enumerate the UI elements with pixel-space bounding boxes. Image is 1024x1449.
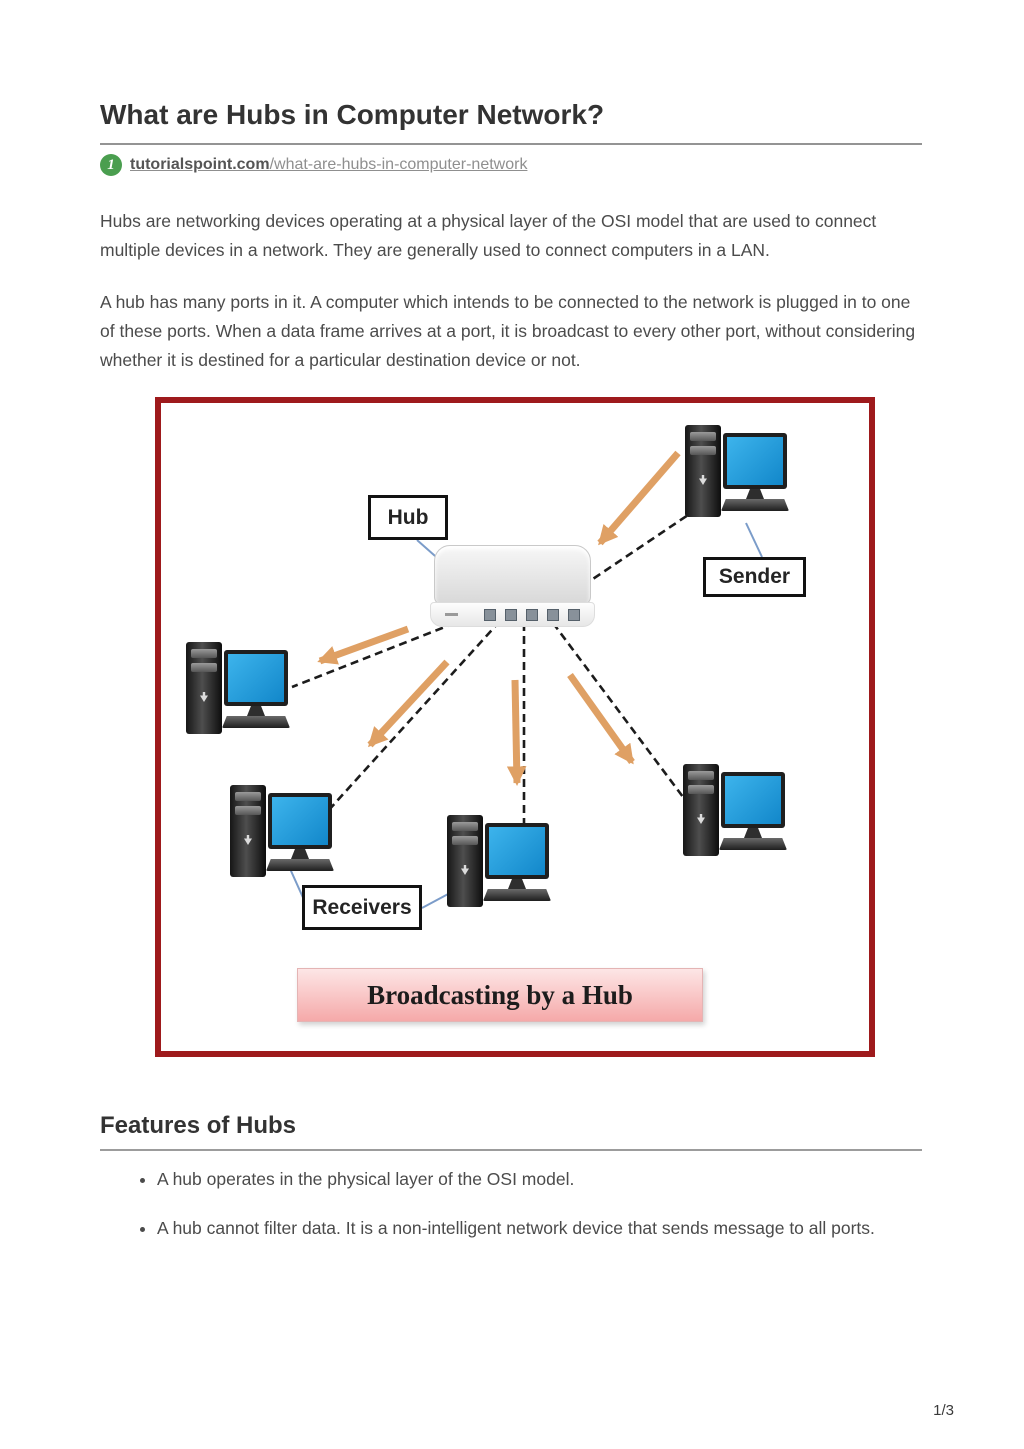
connector-receivers-right <box>421 892 451 909</box>
computer-sender-icon <box>685 423 791 523</box>
receivers-label: Receivers <box>302 885 422 930</box>
link-hub-receiver-midleft <box>326 620 501 813</box>
connector-sender-label <box>745 522 763 558</box>
dashed-links <box>291 509 695 825</box>
arrow-hub-to-midleft <box>367 659 450 748</box>
monitor <box>268 793 332 849</box>
computer-receiver-midleft-icon <box>230 783 336 883</box>
features-list: A hub operates in the physical layer of … <box>100 1166 922 1242</box>
features-heading: Features of Hubs <box>100 1112 297 1139</box>
monitor <box>723 433 787 489</box>
source-path[interactable]: /what-are-hubs-in-computer-network <box>269 156 528 173</box>
monitor <box>721 772 785 828</box>
title-divider <box>100 143 922 145</box>
article-content: What are Hubs in Computer Network? 1 tut… <box>0 0 1024 1242</box>
paragraph-1: Hubs are networking devices operating at… <box>100 211 877 260</box>
monitor <box>224 650 288 706</box>
arrow-hub-to-center <box>506 679 527 786</box>
link-hub-sender <box>571 509 695 595</box>
monitor <box>485 823 549 879</box>
page-title: What are Hubs in Computer Network? <box>100 99 605 130</box>
tower <box>230 785 266 877</box>
arrow-hub-to-right <box>567 672 635 765</box>
hub-broadcast-diagram: Hub Sender Receivers Broadcasting by a H… <box>155 397 875 1057</box>
computer-receiver-topleft-icon <box>186 640 292 740</box>
source-link[interactable]: tutorialspoint.com/what-are-hubs-in-comp… <box>130 156 527 174</box>
tower <box>447 815 483 907</box>
tower <box>186 642 222 734</box>
feature-item: A hub operates in the physical layer of … <box>157 1166 922 1193</box>
computer-receiver-right-icon <box>683 762 789 862</box>
features-divider <box>100 1149 922 1151</box>
sender-label: Sender <box>703 557 806 597</box>
link-hub-receiver-right <box>551 622 688 802</box>
network-links-layer <box>286 450 763 909</box>
tutorialspoint-icon: 1 <box>100 154 122 176</box>
diagram-caption: Broadcasting by a Hub <box>297 968 703 1022</box>
hub-label: Hub <box>368 495 448 540</box>
page-number: 1/3 <box>933 1402 954 1419</box>
hub-ports <box>430 602 595 627</box>
hub-body <box>434 545 591 605</box>
tower <box>685 425 721 517</box>
paragraph-2: A hub has many ports in it. A computer w… <box>100 292 916 370</box>
link-hub-receiver-topleft <box>291 621 456 689</box>
tower <box>683 764 719 856</box>
feature-item: A hub cannot filter data. It is a non-in… <box>157 1215 922 1242</box>
computer-receiver-center-icon <box>447 813 553 913</box>
arrow-hub-to-topleft <box>317 625 410 665</box>
source-link-row: 1 tutorialspoint.com/what-are-hubs-in-co… <box>100 152 922 178</box>
source-domain[interactable]: tutorialspoint.com <box>130 156 270 173</box>
broadcast-arrows <box>317 450 681 786</box>
hub-device-icon <box>430 545 595 627</box>
arrow-sender-to-hub <box>597 450 681 546</box>
